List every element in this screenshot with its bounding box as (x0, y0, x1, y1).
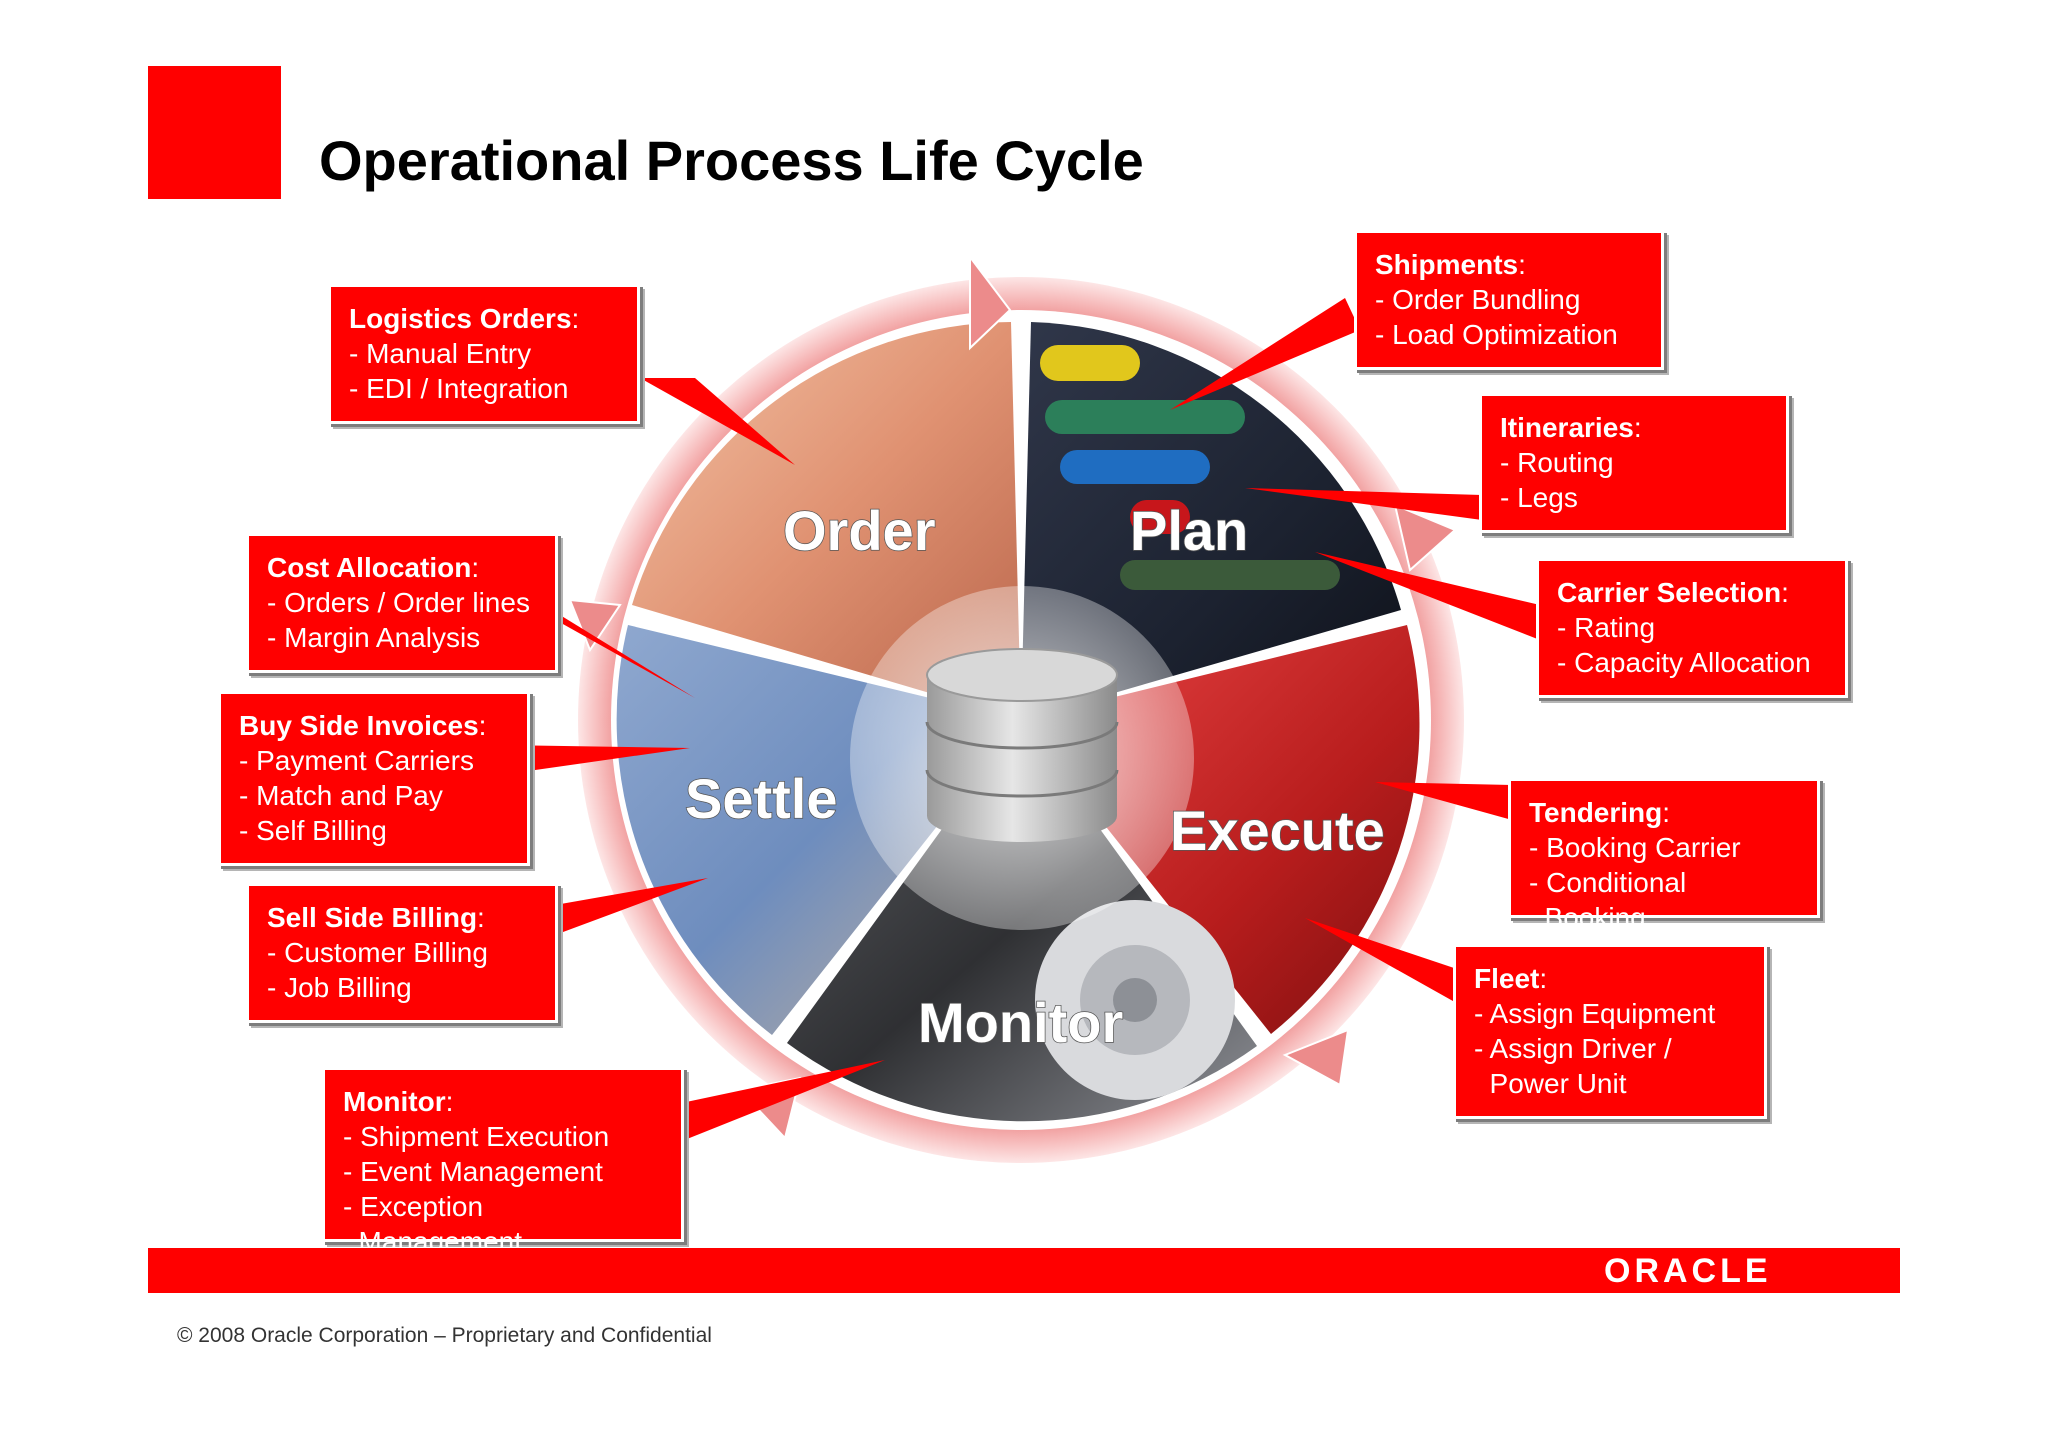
callout-item: - Load Optimization (1375, 319, 1618, 350)
callout-fleet: Fleet: - Assign Equipment - Assign Drive… (1453, 944, 1767, 1119)
callout-tendering: Tendering: - Booking Carrier - Condition… (1508, 778, 1820, 933)
callout-title: Monitor (343, 1086, 446, 1117)
callout-item: - Capacity Allocation (1557, 647, 1811, 678)
callout-title: Tendering (1529, 797, 1663, 828)
callout-shipments: Shipments: - Order Bundling - Load Optim… (1354, 230, 1664, 370)
oracle-logo: ORACLE (1604, 1252, 1772, 1290)
callout-item: - Match and Pay (239, 780, 443, 811)
callout-title: Logistics Orders (349, 303, 572, 334)
callout-cost-allocation: Cost Allocation: - Orders / Order lines … (246, 533, 558, 673)
callout-item: - Job Billing (267, 972, 412, 1003)
cycle-arrows (568, 254, 1457, 1141)
callout-monitor: Monitor: - Shipment Execution - Event Ma… (322, 1067, 684, 1257)
callout-item: - Event Management (343, 1156, 603, 1187)
callout-item: - EDI / Integration (349, 373, 569, 404)
callout-title: Cost Allocation (267, 552, 472, 583)
callout-item: Power Unit (1474, 1068, 1627, 1099)
callout-item: - Conditional (1529, 867, 1687, 898)
callout-title: Carrier Selection (1557, 577, 1782, 608)
database-icon (925, 648, 1119, 842)
callout-buy-side-invoices: Buy Side Invoices: - Payment Carriers - … (218, 691, 530, 866)
callout-item: - Exception (343, 1191, 484, 1222)
callout-item: - Assign Equipment (1474, 998, 1716, 1029)
callout-title: Buy Side Invoices (239, 710, 479, 741)
callout-title: Itineraries (1500, 412, 1634, 443)
copyright-text: © 2008 Oracle Corporation – Proprietary … (177, 1324, 712, 1347)
callout-item: - Rating (1557, 612, 1656, 643)
segment-label-plan: Plan (1130, 499, 1248, 562)
callout-item: - Manual Entry (349, 338, 532, 369)
callout-item: - Payment Carriers (239, 745, 474, 776)
callout-carrier-selection: Carrier Selection: - Rating - Capacity A… (1536, 558, 1848, 698)
callout-item: - Customer Billing (267, 937, 488, 968)
callout-item: - Routing (1500, 447, 1614, 478)
callout-title: Shipments (1375, 249, 1519, 280)
page-title: Operational Process Life Cycle (319, 129, 1144, 192)
callout-item: - Self Billing (239, 815, 387, 846)
callout-pointers (500, 298, 1540, 1145)
callout-logistics-orders: Logistics Orders: - Manual Entry - EDI /… (328, 284, 640, 424)
callout-item: - Legs (1500, 482, 1578, 513)
callout-itineraries: Itineraries: - Routing - Legs (1479, 393, 1789, 533)
monitor-photo-wheel (1035, 900, 1235, 1100)
callout-item: - Booking Carrier (1529, 832, 1741, 863)
callout-item: - Orders / Order lines (267, 587, 530, 618)
callout-item: - Shipment Execution (343, 1121, 610, 1152)
corner-red-square (148, 66, 281, 199)
plan-photo-cylinders (1040, 345, 1340, 590)
callout-item: - Assign Driver / (1474, 1033, 1672, 1064)
callout-sell-side-billing: Sell Side Billing: - Customer Billing - … (246, 883, 558, 1023)
callout-title: Sell Side Billing (267, 902, 478, 933)
segment-label-execute: Execute (1170, 799, 1385, 862)
callout-item: - Order Bundling (1375, 284, 1581, 315)
footer-bar (148, 1248, 1900, 1293)
segment-label-order: Order (783, 499, 936, 562)
segment-label-settle: Settle (685, 767, 838, 830)
callout-title: Fleet (1474, 963, 1540, 994)
callout-item: Booking (1529, 902, 1646, 933)
segment-label-monitor: Monitor (918, 991, 1123, 1054)
callout-item: - Margin Analysis (267, 622, 481, 653)
